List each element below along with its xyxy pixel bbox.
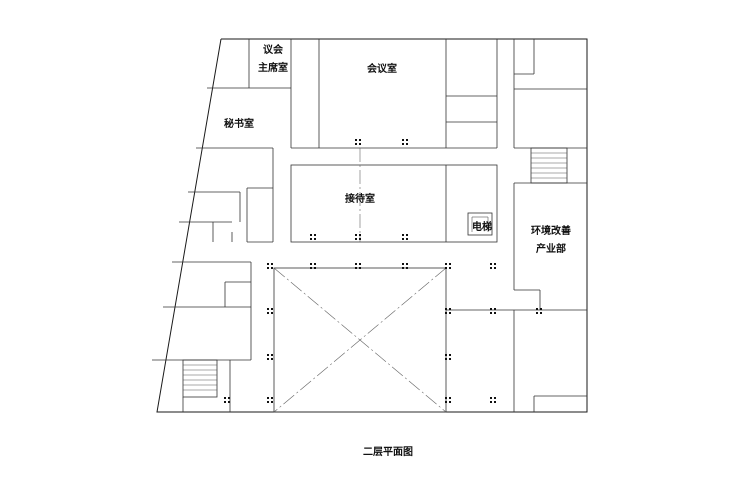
column-marker <box>445 308 451 314</box>
east-walls <box>446 182 587 412</box>
reception-walls <box>290 164 498 243</box>
env-dept-label-line2: 产业部 <box>536 242 566 255</box>
column-marker <box>355 234 361 240</box>
elevator-label: 电梯 <box>472 220 492 233</box>
plan-caption: 二层平面图 <box>363 446 413 458</box>
column-marker <box>402 234 408 240</box>
column-marker <box>355 263 361 269</box>
chairman-room-label-line1: 议会 <box>263 43 283 56</box>
column-marker <box>310 234 316 240</box>
column-marker <box>310 263 316 269</box>
column-marker <box>355 139 361 145</box>
column-marker <box>490 308 496 314</box>
env-dept-label-line1: 环境改善 <box>531 224 571 237</box>
left-staircase <box>182 359 218 412</box>
column-marker <box>267 308 273 314</box>
reception-room-label: 接待室 <box>345 192 375 205</box>
column-marker <box>267 397 273 403</box>
column-marker <box>224 397 230 403</box>
column-marker <box>267 263 273 269</box>
atrium-void <box>273 148 447 413</box>
north-walls <box>291 39 587 149</box>
left-wing-walls <box>152 39 292 412</box>
meeting-room-label: 会议室 <box>367 62 397 75</box>
column-marker <box>402 139 408 145</box>
column-marker <box>536 308 542 314</box>
column-marker <box>445 397 451 403</box>
column-marker <box>445 354 451 360</box>
structural-columns <box>224 139 542 403</box>
chairman-room-label-line2: 主席室 <box>258 61 288 74</box>
column-marker <box>490 397 496 403</box>
column-marker <box>267 354 273 360</box>
column-marker <box>402 263 408 269</box>
right-staircase <box>530 147 568 184</box>
secretary-room-label: 秘书室 <box>224 117 254 130</box>
column-marker <box>445 263 451 269</box>
column-marker <box>490 263 496 269</box>
outer-walls <box>156 38 588 413</box>
